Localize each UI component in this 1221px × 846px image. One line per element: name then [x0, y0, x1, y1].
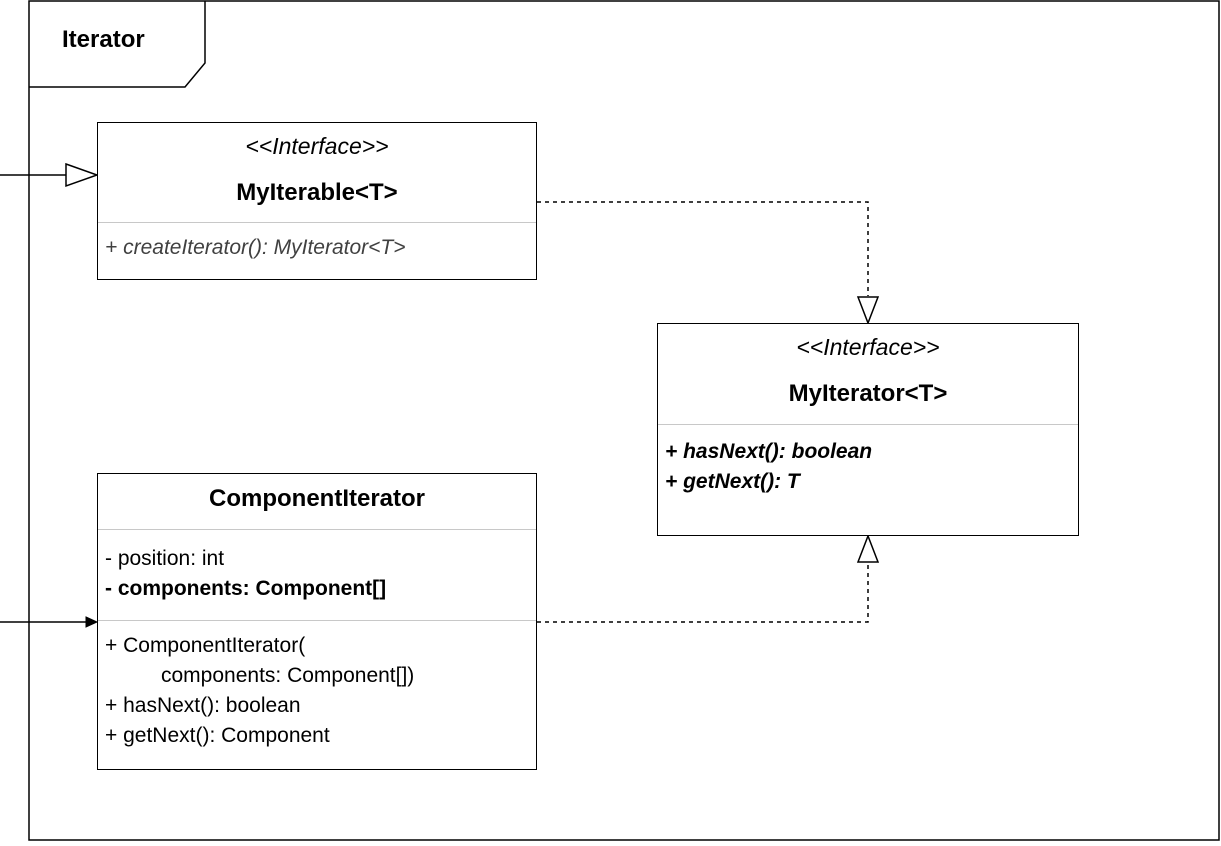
- package-label: Iterator: [62, 26, 145, 53]
- method-constructor-params: components: Component[]): [161, 664, 415, 687]
- package-frame-tab: [29, 1, 206, 88]
- class-header: ComponentIterator: [98, 474, 536, 530]
- method-constructor: + ComponentIterator(: [105, 634, 306, 657]
- method-has-next: + hasNext(): boolean: [665, 440, 873, 463]
- stereotype-label: <<Interface>>: [245, 133, 389, 159]
- stereotype-label: <<Interface>>: [796, 334, 940, 360]
- hollow-arrowhead-myiterator-bottom: [856, 533, 880, 563]
- class-header: <<Interface>> MyIterable<T>: [98, 123, 536, 223]
- class-myiterable[interactable]: <<Interface>> MyIterable<T> + createIter…: [97, 122, 537, 280]
- method-get-next: + getNext(): T: [665, 470, 800, 493]
- attributes-section: - position: int - components: Component[…: [98, 530, 536, 621]
- realization-line-componentiterator-to-myiterator: [537, 562, 869, 623]
- attribute-components: - components: Component[]: [105, 577, 387, 600]
- filled-arrowhead-componentiterator: [85, 616, 99, 628]
- dependency-line-myiterable-to-myiterator: [537, 201, 869, 296]
- class-name: MyIterator<T>: [788, 380, 948, 407]
- class-name: MyIterable<T>: [236, 179, 398, 206]
- method-get-next: + getNext(): Component: [105, 724, 330, 747]
- hollow-arrowhead-myiterator-top: [856, 296, 880, 326]
- hollow-arrowhead-myiterable: [65, 162, 100, 188]
- methods-section: + hasNext(): boolean + getNext(): T: [658, 425, 1078, 497]
- class-name: ComponentIterator: [209, 485, 425, 512]
- methods-section: + ComponentIterator( components: Compone…: [98, 621, 536, 751]
- class-myiterator[interactable]: <<Interface>> MyIterator<T> + hasNext():…: [657, 323, 1079, 536]
- method-has-next: + hasNext(): boolean: [105, 694, 301, 717]
- attribute-position: - position: int: [105, 547, 225, 570]
- class-header: <<Interface>> MyIterator<T>: [658, 324, 1078, 425]
- method-create-iterator: + createIterator(): MyIterator<T>: [105, 236, 406, 259]
- methods-section: + createIterator(): MyIterator<T>: [98, 223, 536, 263]
- class-componentiterator[interactable]: ComponentIterator - position: int - comp…: [97, 473, 537, 770]
- package-frame: [28, 0, 1220, 841]
